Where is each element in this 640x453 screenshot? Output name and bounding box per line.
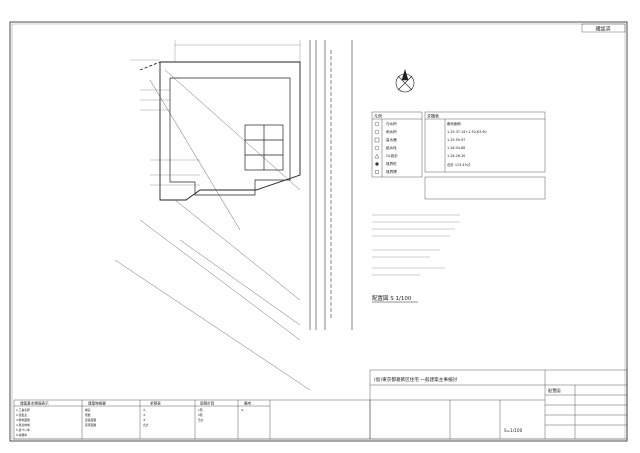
svg-text:1.29.59.97: 1.29.59.97 [447, 138, 465, 142]
svg-text:備考: 備考 [244, 401, 252, 406]
setback-lines [114, 69, 311, 391]
dimension-lines [130, 40, 301, 186]
svg-text:1.26.26.30: 1.26.26.30 [447, 154, 465, 158]
inner-border [11, 23, 626, 440]
svg-text:合計 123.45㎡: 合計 123.45㎡ [447, 162, 471, 167]
svg-text:5.建ぺい率: 5.建ぺい率 [16, 428, 30, 432]
site-boundary [139, 61, 301, 201]
scale-text: S=1/100 [504, 428, 523, 433]
svg-text:境界杭: 境界杭 [386, 161, 397, 166]
svg-text:境界標: 境界標 [386, 169, 397, 174]
svg-text:3.敷地面積: 3.敷地面積 [16, 418, 30, 422]
project-name: (仮)東京都葛飾区住宅 一般建築主事検討 [374, 376, 458, 383]
svg-text:4.用途地域: 4.用途地域 [16, 423, 30, 427]
svg-text:汚水桝: 汚水桝 [386, 121, 397, 126]
legend-items: 汚水桝 雨水桝 量水器 給水栓 GL設計 境界杭 境界標 [386, 121, 398, 174]
svg-text:求積表: 求積表 [150, 401, 161, 406]
sheet-border [9, 21, 628, 442]
svg-text:建築面積: 建築面積 [85, 418, 96, 422]
svg-text:敷地面積:: 敷地面積: [447, 121, 462, 126]
svg-text:1階: 1階 [198, 408, 203, 412]
sheet-name: 配置図 [548, 388, 561, 394]
svg-text:面積計算: 面積計算 [200, 401, 215, 406]
svg-text:①: ① [143, 408, 146, 412]
svg-text:GL設計: GL設計 [386, 153, 398, 158]
bottom-table-lines: 1.工事名称 2.建築主 3.敷地面積 4.用途地域 5.建ぺい率 6.容積率 … [16, 408, 244, 437]
svg-text:建築基本情報表示: 建築基本情報表示 [20, 401, 49, 406]
svg-text:建築物概要: 建築物概要 [88, 401, 106, 406]
svg-text:階数: 階数 [85, 413, 91, 417]
svg-text:※: ※ [241, 408, 244, 412]
legend-symbols [374, 121, 380, 174]
svg-text:③: ③ [143, 418, 146, 422]
notes-block [372, 214, 460, 276]
svg-text:給水栓: 給水栓 [386, 145, 397, 150]
svg-text:延床面積: 延床面積 [85, 423, 96, 427]
legend-box [371, 111, 423, 178]
svg-text:2階: 2階 [198, 413, 203, 417]
svg-text:2.建築主: 2.建築主 [16, 413, 27, 417]
legend-title: 凡例 [374, 113, 382, 119]
svg-text:確認済: 確認済 [595, 26, 610, 33]
road [309, 40, 353, 330]
north-arrow-icon [395, 68, 415, 93]
svg-text:量水器: 量水器 [386, 137, 397, 142]
building-outline [169, 77, 291, 196]
svg-text:1.29.37.14+1.30.63.90: 1.29.37.14+1.30.63.90 [447, 130, 487, 134]
area-calc-box [424, 111, 546, 200]
svg-text:構造: 構造 [85, 408, 91, 412]
svg-text:雨水桝: 雨水桝 [386, 129, 397, 134]
svg-text:6.容積率: 6.容積率 [16, 433, 27, 437]
calc-title: 求積表 [427, 113, 439, 119]
approval-stamp: 確認済 [581, 23, 626, 33]
calc-lines: 敷地面積: 1.29.37.14+1.30.63.90 1.29.59.97 1… [447, 121, 487, 167]
svg-text:1.工事名称: 1.工事名称 [16, 408, 30, 412]
scale-label: 配置図 S 1/100 [372, 295, 412, 302]
bottom-tables [13, 399, 371, 440]
svg-text:②: ② [143, 413, 146, 417]
svg-text:合計: 合計 [143, 423, 149, 427]
bottom-table-headers: 建築基本情報表示 建築物概要 求積表 面積計算 備考 [20, 401, 252, 406]
svg-text:1.26.04.88: 1.26.04.88 [447, 146, 465, 150]
svg-text:合計: 合計 [198, 418, 204, 422]
